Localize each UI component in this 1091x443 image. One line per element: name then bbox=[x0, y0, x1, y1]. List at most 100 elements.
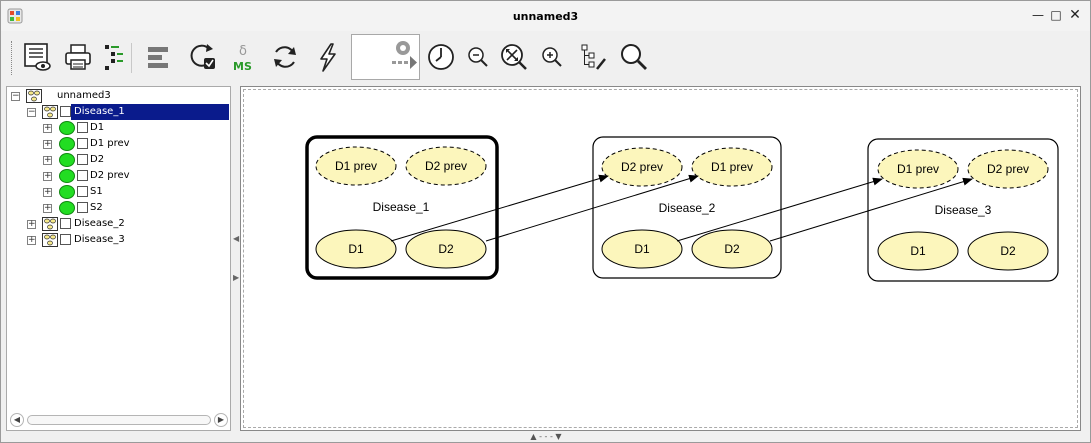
collapse-left-arrow-icon[interactable]: ◀ bbox=[233, 234, 240, 243]
node-checkbox[interactable] bbox=[77, 170, 88, 181]
update-check-button[interactable] bbox=[187, 41, 219, 73]
tree-item-d2-prev[interactable]: D2 prev bbox=[90, 170, 130, 181]
scroll-left-arrow-icon[interactable]: ◀ bbox=[10, 413, 24, 427]
delta-ms-button[interactable]: δ MS bbox=[229, 41, 261, 73]
disease1-collapse-toggle[interactable]: − bbox=[27, 107, 36, 117]
sync-arrows-icon bbox=[274, 46, 296, 68]
gear-arrow-icon bbox=[392, 41, 417, 69]
child-expand-toggle[interactable]: + bbox=[43, 187, 52, 197]
app-icon bbox=[7, 8, 23, 24]
minimize-button[interactable]: — bbox=[1032, 8, 1044, 22]
disease1-checkbox[interactable] bbox=[60, 106, 71, 117]
tree-view-button[interactable] bbox=[99, 41, 131, 73]
scroll-right-arrow-icon[interactable]: ▶ bbox=[214, 413, 228, 427]
toolbar-grip[interactable] bbox=[11, 41, 13, 75]
lightning-icon bbox=[320, 43, 336, 72]
node-checkbox[interactable] bbox=[77, 202, 88, 213]
bottom-splitter-handle[interactable]: ▲ - - - ▼ bbox=[530, 432, 562, 441]
child-expand-toggle[interactable]: + bbox=[43, 171, 52, 181]
edge-d1-to-d1prev-c2[interactable] bbox=[390, 174, 609, 242]
tree-item-d1-prev[interactable]: D1 prev bbox=[90, 138, 130, 149]
sync-button[interactable] bbox=[269, 41, 301, 73]
c2-bottom0-label: D1 bbox=[634, 242, 650, 256]
clock-button[interactable] bbox=[425, 41, 457, 73]
mode-selector[interactable] bbox=[351, 34, 420, 80]
tree-list-icon bbox=[105, 45, 123, 70]
c3-cluster-label: Disease_3 bbox=[935, 203, 992, 217]
c1-top0-label: D1 prev bbox=[335, 159, 377, 173]
search-icon bbox=[621, 44, 647, 70]
align-button[interactable] bbox=[142, 41, 174, 73]
delta-ms-icon: δ MS bbox=[233, 44, 252, 73]
child-expand-toggle[interactable]: + bbox=[43, 203, 52, 213]
zoom-out-icon bbox=[468, 47, 488, 67]
edge-c2-d1-to-c3-d1prev[interactable] bbox=[676, 177, 883, 242]
child-expand-toggle[interactable]: + bbox=[43, 139, 52, 149]
c1-cluster-label: Disease_1 bbox=[373, 200, 430, 214]
printer-icon bbox=[65, 44, 91, 70]
c1-top1-label: D2 prev bbox=[425, 159, 467, 173]
print-button[interactable] bbox=[62, 41, 94, 73]
c2-top1-label: D1 prev bbox=[711, 160, 753, 174]
child-expand-toggle[interactable]: + bbox=[43, 155, 52, 165]
close-button[interactable]: ✕ bbox=[1069, 7, 1081, 23]
node-status-icon bbox=[59, 201, 75, 215]
panel-splitter[interactable]: ◀ ▶ bbox=[232, 86, 239, 431]
node-checkbox[interactable] bbox=[77, 154, 88, 165]
window-title: unnamed3 bbox=[512, 10, 579, 23]
node-checkbox[interactable] bbox=[77, 186, 88, 197]
tree-item-d2[interactable]: D2 bbox=[90, 154, 105, 165]
node-status-icon bbox=[59, 153, 75, 167]
svg-text:δ: δ bbox=[239, 44, 247, 59]
node-status-icon bbox=[59, 169, 75, 183]
edge-d2-to-d2prev-c2[interactable] bbox=[485, 174, 699, 242]
zoom-in-button[interactable] bbox=[536, 41, 568, 73]
zoom-fit-button[interactable] bbox=[498, 41, 530, 73]
diagram-canvas[interactable]: D1 prev D2 prev Disease_1 D1 D2 D2 prev … bbox=[240, 86, 1081, 431]
preview-report-button[interactable] bbox=[21, 41, 53, 73]
cluster-icon bbox=[42, 217, 58, 231]
scroll-thumb[interactable] bbox=[27, 415, 211, 425]
search-button[interactable] bbox=[618, 41, 650, 73]
zoom-in-icon bbox=[542, 47, 562, 67]
tree-root-label[interactable]: unnamed3 bbox=[57, 90, 111, 101]
report-preview-icon bbox=[24, 43, 51, 71]
title-bar: unnamed3 — □ ✕ bbox=[1, 1, 1090, 31]
disease2-checkbox[interactable] bbox=[60, 218, 71, 229]
child-expand-toggle[interactable]: + bbox=[43, 123, 52, 133]
node-checkbox[interactable] bbox=[77, 122, 88, 133]
c1-bottom0-label: D1 bbox=[348, 242, 364, 256]
network-tree-panel: − unnamed3 − Disease_1 + D1 + D1 prev + bbox=[6, 86, 231, 431]
collapse-right-arrow-icon[interactable]: ▶ bbox=[233, 273, 240, 282]
tree-item-disease2[interactable]: Disease_2 bbox=[74, 218, 125, 229]
tree-item-d1[interactable]: D1 bbox=[90, 122, 105, 133]
clock-icon bbox=[428, 44, 454, 70]
cluster-disease2[interactable]: D2 prev D1 prev Disease_2 D1 D2 bbox=[592, 136, 782, 279]
node-status-icon bbox=[59, 137, 75, 151]
zoom-out-button[interactable] bbox=[462, 41, 494, 73]
selection-highlight bbox=[71, 104, 229, 120]
disease2-expand-toggle[interactable]: + bbox=[27, 219, 36, 229]
cluster-disease3[interactable]: D1 prev D2 prev Disease_3 D1 D2 bbox=[867, 138, 1059, 282]
tree-item-disease1[interactable]: Disease_1 bbox=[74, 106, 125, 117]
c3-bottom1-label: D2 bbox=[1000, 244, 1016, 258]
tree-item-s1[interactable]: S1 bbox=[90, 186, 103, 197]
node-checkbox[interactable] bbox=[77, 138, 88, 149]
edit-tree-button[interactable] bbox=[577, 41, 609, 73]
toolbar: δ MS bbox=[1, 31, 1090, 85]
cluster-disease1[interactable]: D1 prev D2 prev Disease_1 D1 D2 bbox=[305, 135, 499, 280]
run-button[interactable] bbox=[312, 41, 344, 73]
tree-item-s2[interactable]: S2 bbox=[90, 202, 103, 213]
cluster-icon bbox=[42, 105, 58, 119]
canvas-border bbox=[243, 89, 1078, 428]
maximize-button[interactable]: □ bbox=[1050, 8, 1062, 22]
tree-horizontal-scrollbar[interactable]: ◀ ▶ bbox=[10, 413, 228, 427]
root-collapse-toggle[interactable]: − bbox=[11, 91, 20, 101]
disease3-expand-toggle[interactable]: + bbox=[27, 235, 36, 245]
tree-item-disease3[interactable]: Disease_3 bbox=[74, 234, 125, 245]
disease3-checkbox[interactable] bbox=[60, 234, 71, 245]
svg-text:MS: MS bbox=[233, 60, 252, 73]
toolbar-separator bbox=[131, 43, 132, 73]
edge-c2-d2-to-c3-d2prev[interactable] bbox=[769, 177, 973, 242]
